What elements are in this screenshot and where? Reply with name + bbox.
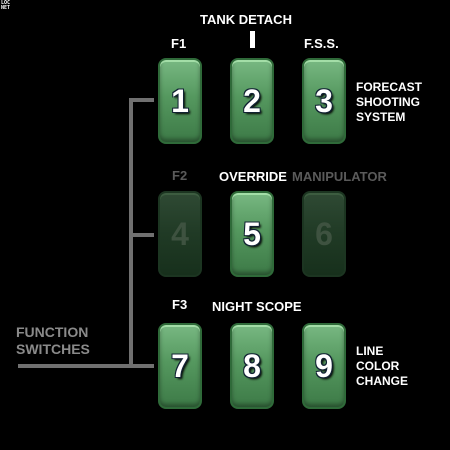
key-number: 9 <box>315 347 333 384</box>
key-number: 4 <box>171 215 189 252</box>
corner-logo: LOC NET <box>1 0 11 11</box>
forecast-shooting-system-label: FORECAST SHOOTING SYSTEM <box>356 80 422 124</box>
key-number: 8 <box>243 347 261 384</box>
bracket-tick-row2 <box>129 233 154 237</box>
fss-label: F.S.S. <box>304 36 339 51</box>
bracket-tick-row1 <box>129 98 154 102</box>
function-key-8[interactable]: 8 <box>230 323 274 409</box>
function-key-4[interactable]: 4 <box>158 191 202 277</box>
function-key-3[interactable]: 3 <box>302 58 346 144</box>
function-key-9[interactable]: 9 <box>302 323 346 409</box>
function-switches-label: FUNCTION SWITCHES <box>16 324 90 357</box>
f2-label: F2 <box>172 168 188 183</box>
function-key-1[interactable]: 1 <box>158 58 202 144</box>
bracket-base-line <box>18 364 154 368</box>
tank-detach-label: TANK DETACH <box>200 12 292 27</box>
function-key-7[interactable]: 7 <box>158 323 202 409</box>
override-label: OVERRIDE <box>219 169 287 184</box>
function-key-6[interactable]: 6 <box>302 191 346 277</box>
night-scope-label: NIGHT SCOPE <box>212 299 302 314</box>
key-number: 7 <box>171 347 189 384</box>
manipulator-label: MANIPULATOR <box>292 169 387 184</box>
function-key-2[interactable]: 2 <box>230 58 274 144</box>
key-number: 1 <box>171 82 189 119</box>
f3-label: F3 <box>172 297 188 312</box>
f1-label: F1 <box>171 36 187 51</box>
function-key-5[interactable]: 5 <box>230 191 274 277</box>
key-number: 3 <box>315 82 333 119</box>
key-number: 6 <box>315 215 333 252</box>
line-color-change-label: LINE COLOR CHANGE <box>356 344 409 388</box>
key-number: 5 <box>243 215 261 252</box>
key-number: 2 <box>243 82 261 119</box>
tank-detach-indicator <box>250 31 255 48</box>
